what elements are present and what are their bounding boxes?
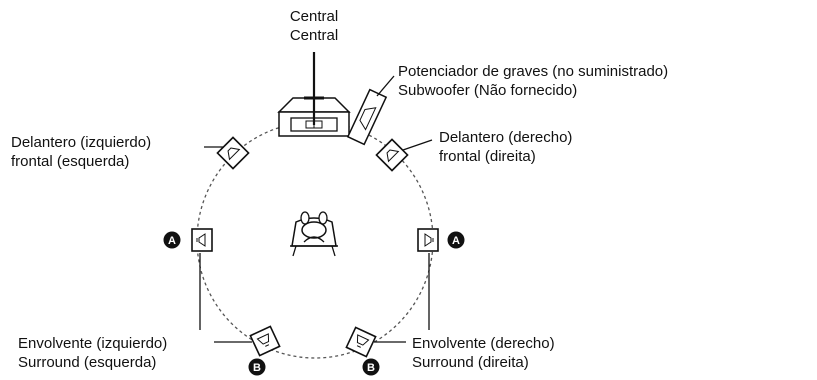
front-right-label: Delantero (derecho) frontal (direita) [439, 128, 572, 166]
subwoofer-icon [346, 88, 388, 146]
surround-right-label-pt: Surround (direita) [412, 354, 529, 371]
svg-text:A: A [452, 235, 460, 247]
surround-right-position-b-speaker-icon [345, 326, 377, 358]
marker-a-right: A [447, 231, 465, 249]
svg-text:B: B [367, 362, 375, 374]
marker-a-left: A [163, 231, 181, 249]
subwoofer-label: Potenciador de graves (no suministrado) … [398, 62, 668, 100]
surround-right-label-es: Envolvente (derecho) [412, 335, 555, 352]
surround-left-position-a-speaker-icon [191, 228, 213, 252]
front-right-label-pt: frontal (direita) [439, 148, 536, 165]
subwoofer-label-pt: Subwoofer (Não fornecido) [398, 82, 578, 99]
surround-left-label-pt: Surround (esquerda) [18, 354, 157, 371]
subwoofer-label-es: Potenciador de graves (no suministrado) [398, 63, 669, 80]
surround-right-label: Envolvente (derecho) Surround (direita) [412, 334, 555, 372]
surround-left-label-es: Envolvente (izquierdo) [18, 335, 168, 352]
center-label: Central Central [274, 7, 354, 45]
surround-left-label: Envolvente (izquierdo) Surround (esquerd… [18, 334, 167, 372]
front-right-leader [402, 139, 433, 151]
center-label-pt: Central [289, 27, 339, 44]
front-left-label-es: Delantero (izquierdo) [11, 134, 152, 151]
front-left-label: Delantero (izquierdo) frontal (esquerda) [11, 133, 151, 171]
subwoofer-leader [376, 75, 395, 97]
front-right-label-es: Delantero (derecho) [439, 129, 573, 146]
svg-text:A: A [168, 235, 176, 247]
surround-right-position-a-speaker-icon [417, 228, 439, 252]
listener-icon [290, 211, 338, 257]
surround-left-position-b-speaker-icon [249, 325, 281, 357]
front-right-speaker-icon [375, 138, 409, 172]
svg-text:B: B [253, 362, 261, 374]
marker-b-right: B [362, 358, 380, 376]
front-left-speaker-icon [216, 136, 250, 170]
marker-b-left: B [248, 358, 266, 376]
center-label-es: Central [289, 8, 339, 25]
front-left-label-pt: frontal (esquerda) [11, 153, 130, 170]
